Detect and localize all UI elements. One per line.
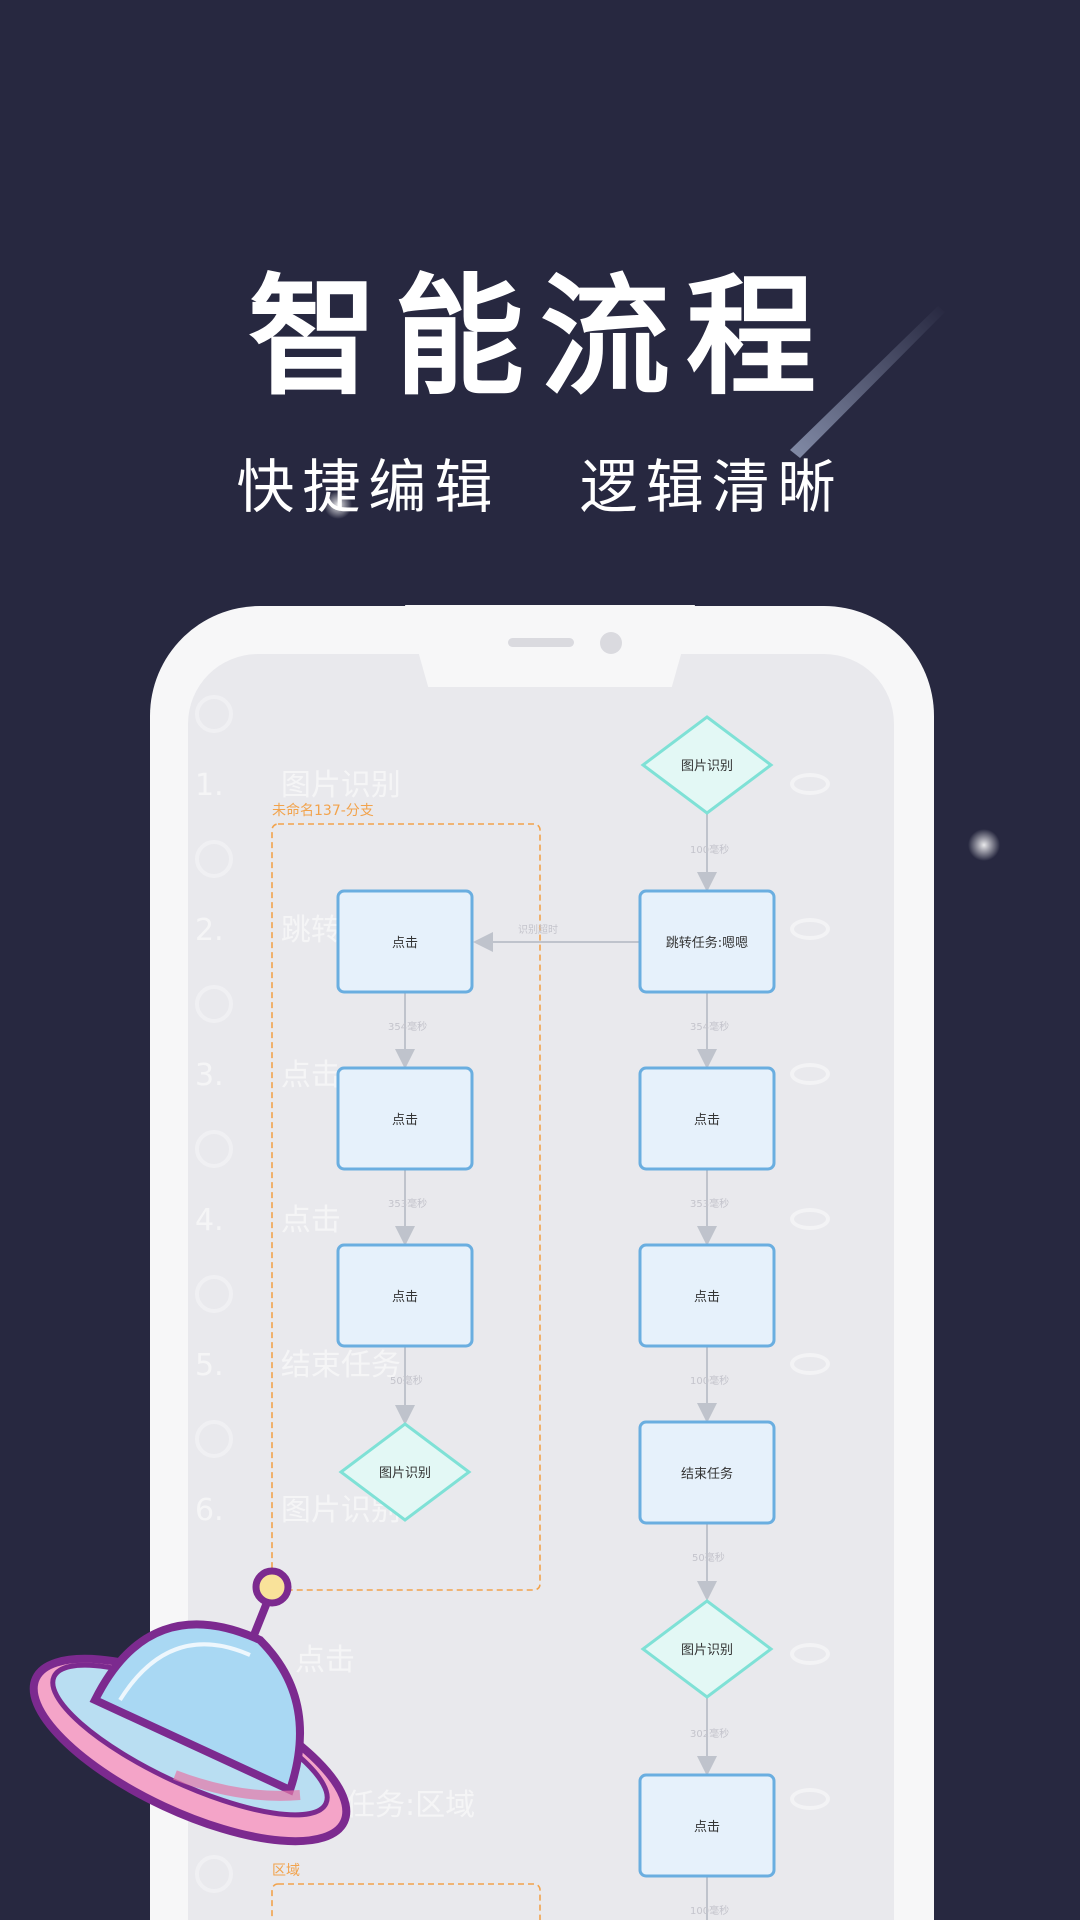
ghost-list-item: 3. 点击 <box>195 1058 341 1093</box>
eye-icon <box>790 773 830 795</box>
ghost-list-item: 任务:区域 <box>345 1788 476 1823</box>
flow-node-click[interactable] <box>336 1066 474 1171</box>
flow-node-image-recognition[interactable] <box>338 1422 472 1522</box>
flow-node-end-task[interactable] <box>638 1420 776 1525</box>
node-label: 点击 <box>392 936 418 951</box>
node-label: 跳转任务:嗯嗯 <box>666 935 748 951</box>
ghost-list-item: 1. 图片识别 <box>195 768 401 803</box>
flow-node-click[interactable] <box>638 1243 776 1348</box>
page-title: 智能流程 <box>247 261 832 413</box>
ghost-list-item: 5. 结束任务 <box>195 1348 401 1383</box>
ghost-list-item: 点击 <box>295 1643 355 1678</box>
ghost-timer-icon <box>195 1275 233 1313</box>
flow-node-jump-task[interactable] <box>638 889 776 994</box>
edge-label: 353毫秒 <box>388 1197 427 1210</box>
edge-label: 354毫秒 <box>388 1020 427 1033</box>
flow-node-click[interactable] <box>638 1773 776 1878</box>
edge-label: 354毫秒 <box>690 1020 729 1033</box>
flow-node-image-recognition[interactable] <box>640 1599 774 1699</box>
eye-icon <box>790 1353 830 1375</box>
flow-node-click[interactable] <box>336 889 474 994</box>
eye-icon <box>790 1788 830 1810</box>
edge-label: 100毫秒 <box>690 1374 729 1387</box>
ghost-timer-icon <box>195 1855 233 1893</box>
phone-speaker <box>508 638 574 647</box>
node-label: 结束任务 <box>681 1466 733 1482</box>
region-group[interactable] <box>271 1883 541 1920</box>
edge-label: 100毫秒 <box>690 1904 729 1917</box>
ghost-timer-icon <box>195 695 233 733</box>
flow-node-image-recognition[interactable] <box>640 715 774 815</box>
node-label: 图片识别 <box>379 1466 431 1481</box>
node-label: 点击 <box>694 1113 720 1128</box>
node-label: 点击 <box>694 1820 720 1835</box>
ghost-timer-icon <box>195 1130 233 1168</box>
branch-group[interactable] <box>271 823 541 1591</box>
edge-label: 302毫秒 <box>690 1727 729 1740</box>
ghost-timer-icon <box>195 985 233 1023</box>
edge-label: 识别超时 <box>518 923 558 936</box>
eye-icon <box>790 1643 830 1665</box>
region-group-label: 区域 <box>272 1863 300 1879</box>
node-label: 图片识别 <box>681 759 733 774</box>
edge-label: 50毫秒 <box>692 1551 725 1564</box>
phone-screen <box>188 654 894 1920</box>
sparkle-icon <box>968 829 1000 861</box>
ghost-timer-icon <box>195 1420 233 1458</box>
ghost-timer-icon <box>195 840 233 878</box>
ghost-list-item: 4. 点击 <box>195 1203 341 1238</box>
eye-icon <box>790 1063 830 1085</box>
edge-label: 353毫秒 <box>690 1197 729 1210</box>
flow-node-click[interactable] <box>336 1243 474 1348</box>
node-label: 图片识别 <box>681 1643 733 1658</box>
node-label: 点击 <box>694 1290 720 1305</box>
eye-icon <box>790 918 830 940</box>
page-subtitle: 快捷编辑 逻辑清晰 <box>236 453 844 521</box>
edge-label: 100毫秒 <box>690 843 729 856</box>
node-label: 点击 <box>392 1290 418 1305</box>
branch-group-label: 未命名137-分支 <box>272 802 374 819</box>
node-label: 点击 <box>392 1113 418 1128</box>
edge-label: 50毫秒 <box>390 1374 423 1387</box>
eye-icon <box>790 1208 830 1230</box>
sparkle-icon <box>324 491 352 519</box>
phone-camera <box>600 632 622 654</box>
flow-node-click[interactable] <box>638 1066 776 1171</box>
